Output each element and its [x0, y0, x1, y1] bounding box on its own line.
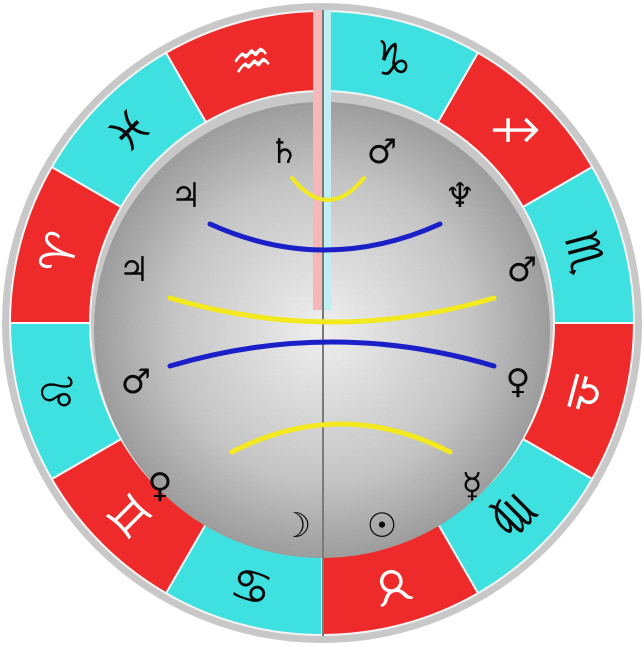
planet-glyphs: ♄ ♂ ♃ ♆ ♃ ♂ ♂ ♀ ♀ ☿ ☽ ☉: [119, 132, 537, 546]
moon-icon: ☽: [281, 506, 311, 546]
neptune-icon: ♆: [445, 176, 475, 216]
axis-top-pink: [313, 10, 322, 310]
saturn-icon: ♄: [269, 132, 299, 172]
venus-icon: ♀: [506, 362, 531, 402]
aspect-arc-saturn-mars: [290, 176, 366, 202]
aspect-arcs: [167, 176, 497, 455]
jupiter-icon: ♃: [171, 176, 201, 216]
jupiter-icon: ♃: [119, 250, 149, 290]
aspect-arc-venus-mercury: [229, 421, 453, 455]
mercury-icon: ☿: [462, 466, 483, 506]
mars-icon: ♂: [367, 132, 397, 172]
aspect-arc-mars-venus: [167, 339, 497, 369]
zodiac-ring: ♑♐♏♎♍♉♋♊♌♈♓♒: [8, 9, 636, 637]
axis-top-cyan: [322, 10, 331, 310]
venus-icon: ♀: [148, 466, 173, 506]
sun-icon: ☉: [367, 506, 397, 546]
mars-icon: ♂: [507, 250, 537, 290]
aspect-arc-jupiter-neptune: [207, 221, 443, 253]
aspect-arc-jupiter-mars: [167, 295, 497, 325]
mars-icon: ♂: [121, 362, 151, 402]
